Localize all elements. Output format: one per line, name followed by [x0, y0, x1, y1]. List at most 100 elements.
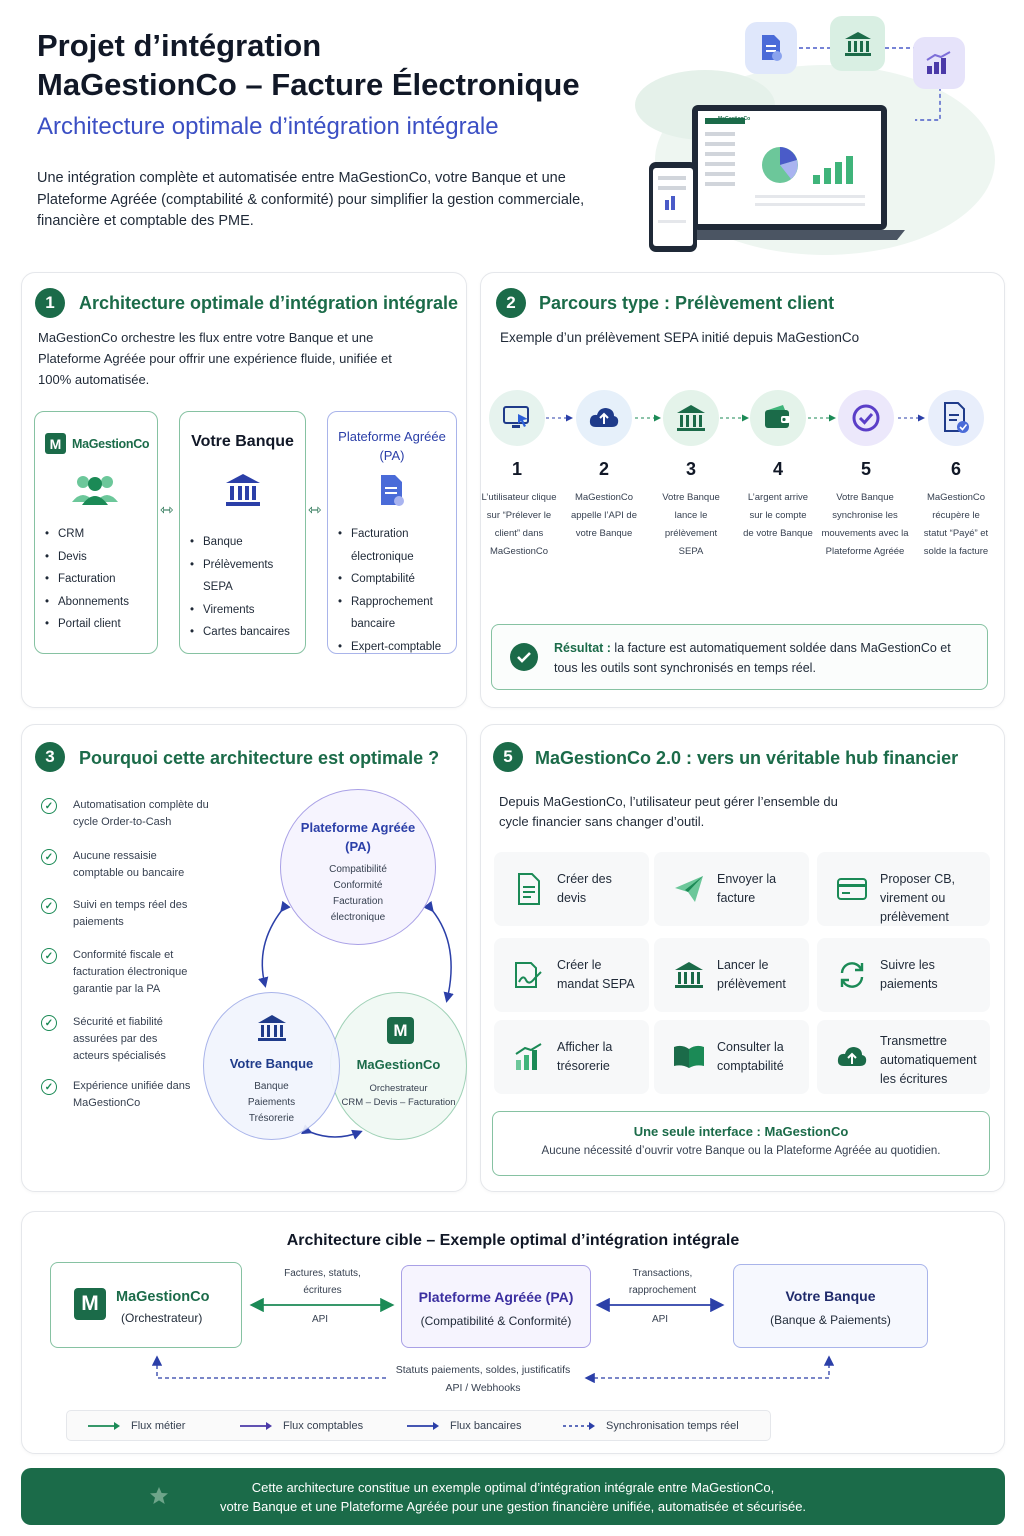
star-icon	[149, 1486, 169, 1511]
check-icon	[510, 643, 538, 671]
detail-line: Orchestrateur	[369, 1083, 428, 1094]
node-magestionco-sub: (Orchestrateur)	[121, 1311, 203, 1325]
check-icon: ✓	[41, 948, 57, 964]
tile-send-invoice[interactable]: Envoyer la facture	[654, 852, 809, 926]
tile-label: Lancer le prélèvement	[717, 958, 786, 991]
pa-feature-list: Facturation électronique Comptabilité Ra…	[338, 523, 456, 658]
step-1-text: L’utilisateur clique sur “Prélever le cl…	[481, 492, 557, 557]
advantage-item: Automatisation complète du cycle Order-t…	[73, 799, 209, 828]
venn-connectors	[258, 900, 454, 1140]
node-pa-sub: (Compatibilité & Conformité)	[420, 1314, 572, 1328]
list-item: Virements	[190, 599, 305, 622]
detail-line: électronique	[330, 912, 386, 923]
tile-label: Suivre les paiements	[880, 958, 938, 991]
pa-column-title: Plateforme Agréée (PA)	[338, 429, 446, 463]
result-box: Résultat : la facture est automatiquemen…	[491, 624, 988, 690]
check-icon: ✓	[41, 1015, 57, 1031]
node-magestionco-title: MaGestionCo	[116, 1289, 210, 1305]
legend-item-flux-bancaires: Flux bancaires	[406, 1420, 522, 1432]
legend-label: Synchronisation temps réel	[606, 1420, 739, 1432]
check-circle-icon	[852, 404, 880, 432]
list-item: Prélèvements SEPA	[190, 554, 305, 599]
magestionco-logo: M MaGestionCo	[45, 433, 150, 454]
tile-transmit-entries[interactable]: Transmettre automatiquement les écriture…	[817, 1020, 990, 1094]
document-icon	[745, 22, 797, 74]
detail-line: Facturation	[332, 896, 384, 907]
detail-line: Paiements	[247, 1097, 296, 1108]
step-6-text: MaGestionCo récupère le statut “Payé” et…	[923, 492, 989, 557]
bank-column: Votre Banque Banque Prélèvements SEPA Vi…	[179, 411, 306, 654]
step-5-number: 5	[860, 459, 871, 479]
circle-pa-title: Plateforme Agréée (PA)	[300, 820, 416, 854]
section-3-number: 3	[35, 742, 65, 772]
advantage-item: Expérience unifiée dans MaGestionCo	[73, 1080, 191, 1109]
document-icon	[512, 872, 546, 906]
pa-column: Plateforme Agréée (PA) Facturation élect…	[327, 411, 457, 658]
tile-label: Consulter la comptabilité	[717, 1040, 784, 1073]
single-interface-title: Une seule interface : MaGestionCo	[633, 1124, 849, 1139]
tile-create-quote[interactable]: Créer des devis	[494, 852, 649, 926]
circle-mgc-details: Orchestrateur CRM – Devis – Facturation	[331, 1082, 466, 1110]
result-body: la facture est automatiquement soldée da…	[554, 641, 951, 675]
node-plateforme-agreee: Plateforme Agréée (PA) (Compatibilité & …	[401, 1265, 591, 1348]
link1-bottom-label: API	[311, 1314, 329, 1325]
result-text: Résultat : la facture est automatiquemen…	[554, 638, 974, 678]
tile-show-treasury[interactable]: Afficher la trésorerie	[494, 1020, 649, 1094]
bar-chart-icon	[512, 1040, 546, 1074]
footer-banner: Cette architecture constitue un exemple …	[21, 1468, 1005, 1525]
list-item: Devis	[45, 546, 129, 569]
check-icon: ✓	[41, 798, 57, 814]
node-bank-title: Votre Banque	[785, 1288, 876, 1304]
circle-pa-details: Compatibilité Conformité Facturation éle…	[291, 862, 425, 926]
section-5-description: Depuis MaGestionCo, l’utilisateur peut g…	[499, 794, 838, 829]
section-1-description: MaGestionCo orchestre les flux entre vot…	[38, 330, 392, 387]
step-6-number: 6	[950, 459, 961, 479]
tile-view-accounting[interactable]: Consulter la comptabilité	[654, 1020, 809, 1094]
list-item: CRM	[45, 523, 129, 546]
step-5-icon-circle	[838, 390, 894, 446]
section-5-number: 5	[493, 742, 523, 772]
detail-line: Compatibilité	[329, 864, 387, 875]
bank-icon	[256, 1013, 288, 1048]
footer-text: Cette architecture constitue un exemple …	[171, 1478, 855, 1516]
sync-icon	[835, 958, 869, 992]
section-1-title: Architecture optimale d’intégration inté…	[79, 293, 459, 313]
bank-icon	[224, 472, 262, 513]
logo-m-icon: M	[45, 433, 66, 454]
step-2-icon-circle	[576, 390, 632, 446]
tile-create-sepa-mandate[interactable]: Créer le mandat SEPA	[494, 938, 649, 1012]
paper-plane-icon	[672, 872, 706, 906]
step-3-number: 3	[685, 459, 696, 479]
section-5-title: MaGestionCo 2.0 : vers un véritable hub …	[535, 748, 959, 768]
title-line-2: MaGestionCo – Facture Électronique	[37, 67, 580, 102]
check-icon: ✓	[41, 849, 57, 865]
advantage-item: Aucune ressaisie comptable ou bancaire	[73, 850, 185, 879]
page-subtitle: Architecture optimale d’intégration inté…	[37, 113, 499, 140]
section-2-description: Exemple d’un prélèvement SEPA initié dep…	[500, 330, 860, 345]
magestionco-column-title: MaGestionCo	[72, 436, 150, 451]
circle-votre-banque: Votre Banque Banque Paiements Trésorerie	[203, 992, 340, 1140]
detail-line: Conformité	[333, 880, 383, 891]
bank-feature-list: Banque Prélèvements SEPA Virements Carte…	[190, 531, 305, 644]
logo-m-icon: M	[74, 1288, 106, 1320]
wallet-icon	[765, 405, 790, 428]
circle-bank-title: Votre Banque	[229, 1056, 314, 1071]
link2-top-label: Transactions, rapprochement	[628, 1268, 697, 1296]
list-item: Portail client	[45, 613, 129, 636]
advantage-item: Conformité fiscale et facturation électr…	[73, 949, 188, 995]
advantage-item: Sécurité et fiabilité assurées par des a…	[73, 1016, 166, 1062]
tile-launch-direct-debit[interactable]: Lancer le prélèvement	[654, 938, 809, 1012]
tile-payment-options[interactable]: Proposer CB, virement ou prélèvement	[817, 852, 990, 926]
node-votre-banque: Votre Banque (Banque & Paiements)	[733, 1264, 928, 1348]
list-item: Banque	[190, 531, 305, 554]
list-item: Facturation	[45, 568, 129, 591]
tile-track-payments[interactable]: Suivre les paiements	[817, 938, 990, 1012]
bidirectional-arrow-1: ⇿	[160, 502, 174, 519]
legend-item-sync: Synchronisation temps réel	[562, 1420, 739, 1432]
target-title: Architecture cible – Exemple optimal d’i…	[286, 1232, 740, 1249]
laptop-brand-label: MaGestionCo	[718, 116, 751, 122]
legend-box: Flux métier Flux comptables Flux bancair…	[66, 1410, 771, 1441]
section-2-title: Parcours type : Prélèvement client	[539, 293, 835, 313]
step-5-text: Votre Banque synchronise les mouvements …	[821, 492, 909, 557]
step-4-icon-circle	[750, 390, 806, 446]
